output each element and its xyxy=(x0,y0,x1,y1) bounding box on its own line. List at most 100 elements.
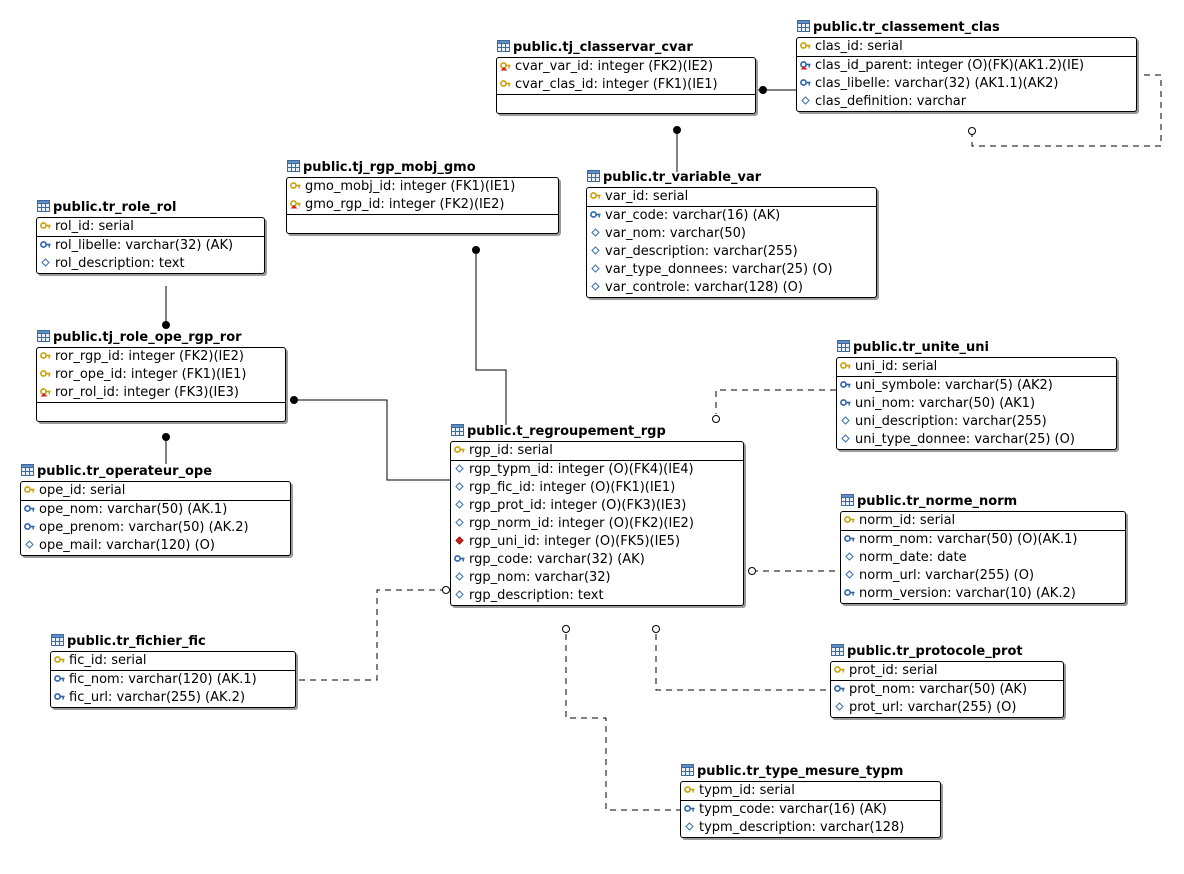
column-label: var_controle: varchar(128) (O) xyxy=(605,280,803,295)
column-row[interactable]: uni_symbole: varchar(5) (AK2) xyxy=(837,377,1116,395)
column-row[interactable]: fic_nom: varchar(120) (AK.1) xyxy=(51,671,295,689)
pk-key-icon xyxy=(40,349,51,360)
column-row[interactable]: ope_prenom: varchar(50) (AK.2) xyxy=(21,519,290,537)
column-row[interactable]: clas_definition: varchar xyxy=(797,93,1136,111)
column-label: ror_rol_id: integer (FK3)(IE3) xyxy=(55,385,239,400)
column-label: rgp_typm_id: integer (O)(FK4)(IE4) xyxy=(469,462,694,477)
attribute-icon xyxy=(24,538,35,549)
column-row[interactable]: rgp_norm_id: integer (O)(FK2)(IE2) xyxy=(451,515,743,533)
table-icon xyxy=(37,200,50,212)
column-label: norm_date: date xyxy=(859,550,967,565)
column-row[interactable]: clas_libelle: varchar(32) (AK1.1)(AK2) xyxy=(797,75,1136,93)
column-row[interactable]: norm_url: varchar(255) (O) xyxy=(841,567,1125,585)
column-row[interactable]: rgp_prot_id: integer (O)(FK3)(IE3) xyxy=(451,497,743,515)
column-label: uni_nom: varchar(50) (AK1) xyxy=(855,396,1036,411)
column-row[interactable]: typm_description: varchar(128) xyxy=(681,819,940,837)
column-label: rgp_nom: varchar(32) xyxy=(469,570,611,585)
column-row[interactable]: fic_url: varchar(255) (AK.2) xyxy=(51,689,295,707)
attributes-section: clas_id_parent: integer (O)(FK)(AK1.2)(I… xyxy=(797,57,1136,111)
column-row[interactable]: prot_nom: varchar(50) (AK) xyxy=(831,681,1063,699)
column-row[interactable]: var_code: varchar(16) (AK) xyxy=(587,207,876,225)
column-row[interactable]: ope_nom: varchar(50) (AK.1) xyxy=(21,501,290,519)
column-row[interactable]: var_controle: varchar(128) (O) xyxy=(587,279,876,297)
column-row[interactable]: rgp_code: varchar(32) (AK) xyxy=(451,551,743,569)
column-row[interactable]: ror_rol_id: integer (FK3)(IE3) xyxy=(37,384,285,402)
column-label: ope_mail: varchar(120) (O) xyxy=(39,538,215,553)
attribute-icon xyxy=(590,244,601,255)
relation-uni-rgp xyxy=(715,389,836,414)
table-icon xyxy=(681,764,694,776)
optional-cardinality-circle xyxy=(712,415,720,423)
column-row[interactable]: norm_date: date xyxy=(841,549,1125,567)
table-icon xyxy=(497,40,510,52)
column-label: prot_url: varchar(255) (O) xyxy=(849,700,1017,715)
column-row[interactable]: clas_id_parent: integer (O)(FK)(AK1.2)(I… xyxy=(797,57,1136,75)
column-row[interactable]: typm_id: serial xyxy=(681,782,940,800)
column-label: typm_description: varchar(128) xyxy=(699,820,905,835)
column-row[interactable]: var_type_donnees: varchar(25) (O) xyxy=(587,261,876,279)
column-row[interactable]: gmo_mobj_id: integer (FK1)(IE1) xyxy=(287,178,558,196)
entity-title-text: public.tr_operateur_ope xyxy=(37,464,213,479)
column-row[interactable]: prot_id: serial xyxy=(831,662,1063,680)
pk-key-icon xyxy=(684,783,695,794)
column-row[interactable]: rgp_uni_id: integer (O)(FK5)(IE5) xyxy=(451,533,743,551)
column-row[interactable]: var_description: varchar(255) xyxy=(587,243,876,261)
empty-attributes xyxy=(287,215,558,233)
column-row[interactable]: uni_id: serial xyxy=(837,358,1116,376)
column-row[interactable]: rol_libelle: varchar(32) (AK) xyxy=(37,237,264,255)
column-row[interactable]: norm_id: serial xyxy=(841,512,1125,530)
column-row[interactable]: clas_id: serial xyxy=(797,38,1136,56)
column-row[interactable]: prot_url: varchar(255) (O) xyxy=(831,699,1063,717)
column-row[interactable]: fic_id: serial xyxy=(51,652,295,670)
column-row[interactable]: gmo_rgp_id: integer (FK2)(IE2) xyxy=(287,196,558,214)
column-row[interactable]: var_id: serial xyxy=(587,188,876,206)
column-row[interactable]: ope_id: serial xyxy=(21,482,290,500)
column-row[interactable]: typm_code: varchar(16) (AK) xyxy=(681,801,940,819)
column-row[interactable]: uni_nom: varchar(50) (AK1) xyxy=(837,395,1116,413)
column-row[interactable]: uni_type_donnee: varchar(25) (O) xyxy=(837,431,1116,449)
column-row[interactable]: uni_description: varchar(255) xyxy=(837,413,1116,431)
column-row[interactable]: rgp_typm_id: integer (O)(FK4)(IE4) xyxy=(451,461,743,479)
ak-key-icon xyxy=(834,682,845,693)
entity-title-text: public.tr_norme_norm xyxy=(857,494,1018,509)
column-row[interactable]: var_nom: varchar(50) xyxy=(587,225,876,243)
entity-box: rgp_id: serial rgp_typm_id: integer (O)(F… xyxy=(450,441,744,606)
entity-title-text: public.tj_classervar_cvar xyxy=(513,40,693,55)
primary-key-section: var_id: serial xyxy=(587,188,876,207)
column-row[interactable]: rgp_id: serial xyxy=(451,442,743,460)
optional-cardinality-circle xyxy=(968,127,976,135)
column-row[interactable]: rol_id: serial xyxy=(37,218,264,236)
column-row[interactable]: ror_ope_id: integer (FK1)(IE1) xyxy=(37,366,285,384)
column-row[interactable]: rgp_nom: varchar(32) xyxy=(451,569,743,587)
column-row[interactable]: norm_nom: varchar(50) (O)(AK.1) xyxy=(841,531,1125,549)
column-row[interactable]: rol_description: text xyxy=(37,255,264,273)
column-row[interactable]: cvar_clas_id: integer (FK1)(IE1) xyxy=(497,76,755,94)
column-label: norm_url: varchar(255) (O) xyxy=(859,568,1035,583)
column-row[interactable]: ror_rgp_id: integer (FK2)(IE2) xyxy=(37,348,285,366)
column-label: var_type_donnees: varchar(25) (O) xyxy=(605,262,833,277)
column-row[interactable]: ope_mail: varchar(120) (O) xyxy=(21,537,290,555)
entity-tj-classervar-cvar[interactable]: public.tj_classervar_cvar cvar_var_id: in… xyxy=(496,39,756,114)
column-row[interactable]: norm_version: varchar(10) (AK.2) xyxy=(841,585,1125,603)
attribute-icon xyxy=(834,700,845,711)
column-row[interactable]: rgp_fic_id: integer (O)(FK1)(IE1) xyxy=(451,479,743,497)
column-row[interactable]: cvar_var_id: integer (FK2)(IE2) xyxy=(497,58,755,76)
column-row[interactable]: rgp_description: text xyxy=(451,587,743,605)
